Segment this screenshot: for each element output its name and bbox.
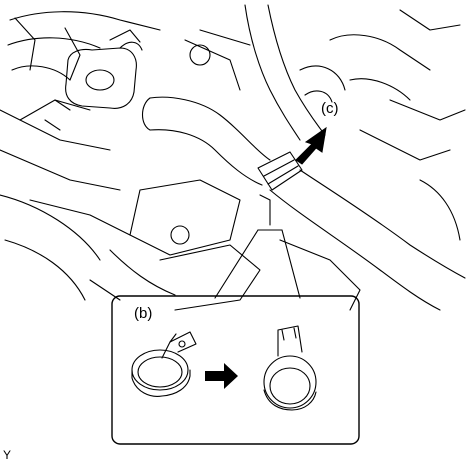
- callout-leader: [214, 199, 301, 299]
- lower-structure: [89, 29, 361, 311]
- clamp-before: [131, 331, 197, 397]
- callout-label-b: (b): [134, 305, 153, 322]
- arrow-pointing-at-clamp-icon: [295, 126, 327, 165]
- flexible-hose: [269, 169, 466, 311]
- hose-clamp-c: [257, 151, 303, 201]
- right-arrow-icon: [205, 363, 238, 389]
- engine-bay-structure: [0, 11, 161, 301]
- callout-label-c: (c): [321, 100, 339, 117]
- fuel-pipe: [141, 4, 326, 186]
- filter-connector: [44, 29, 143, 131]
- corner-mark: Y: [3, 448, 12, 462]
- detail-inset-box: [111, 295, 360, 445]
- right-components: [299, 9, 466, 241]
- clamp-after: [263, 325, 317, 411]
